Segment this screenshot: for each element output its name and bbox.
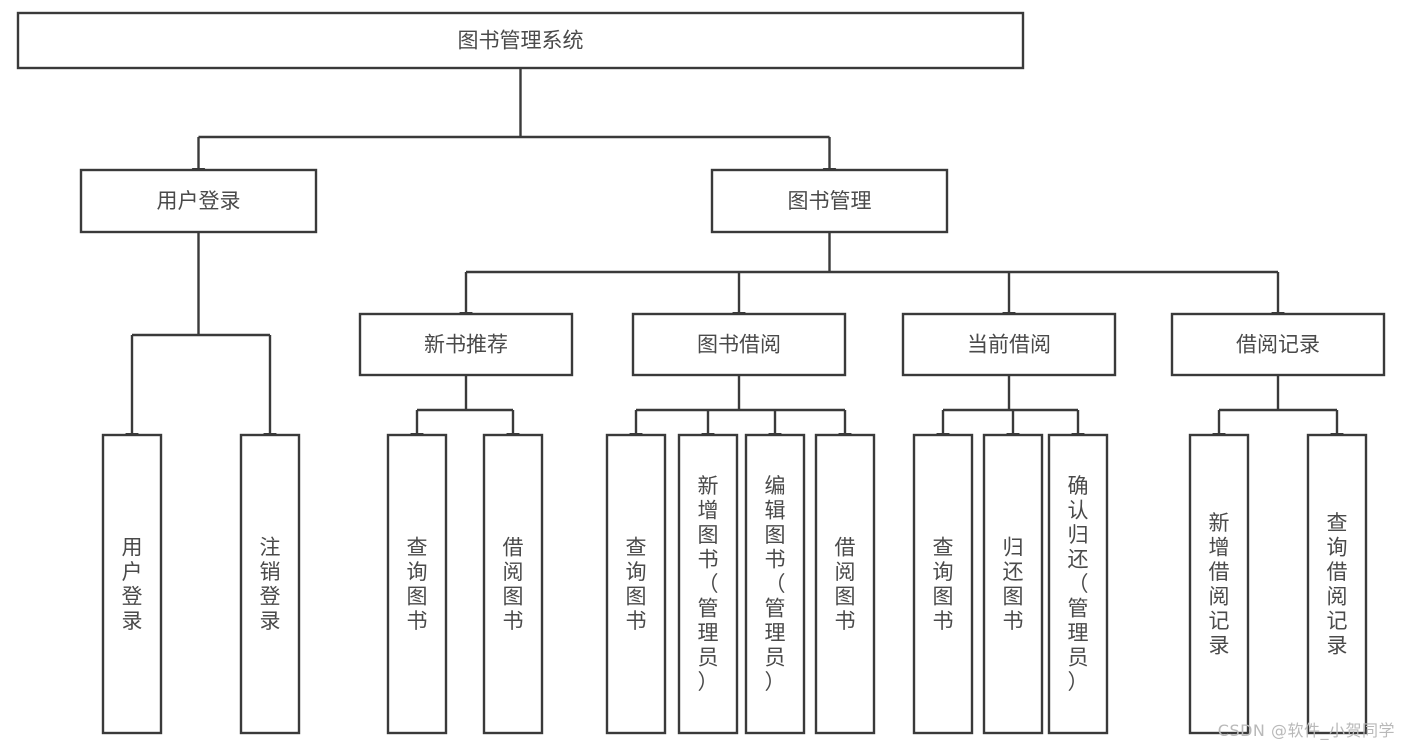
node-label-leaf-borrow-add: 新增图书（管理员） bbox=[698, 474, 719, 694]
node-leaf-cur-return[interactable]: 归还图书 bbox=[982, 433, 1044, 735]
node-box-leaf-borrow-lend[interactable] bbox=[814, 433, 876, 735]
node-box-root[interactable] bbox=[16, 11, 1025, 70]
node-box-new-book-rec[interactable] bbox=[358, 312, 574, 377]
node-box-leaf-borrow-edit[interactable] bbox=[744, 433, 806, 735]
node-box-borrow-record[interactable] bbox=[1170, 312, 1386, 377]
node-leaf-borrow-lend[interactable]: 借阅图书 bbox=[814, 433, 876, 735]
node-label-book-borrow: 图书借阅 bbox=[697, 333, 781, 357]
node-user-login[interactable]: 用户登录 bbox=[79, 168, 318, 234]
node-current-borrow[interactable]: 当前借阅 bbox=[901, 312, 1117, 377]
node-box-leaf-borrow-add[interactable] bbox=[677, 433, 739, 735]
node-leaf-rec-query-record[interactable]: 查询借阅记录 bbox=[1306, 433, 1368, 735]
node-label-borrow-record: 借阅记录 bbox=[1236, 333, 1320, 357]
node-label-current-borrow: 当前借阅 bbox=[967, 333, 1051, 357]
node-label-leaf-user-logout: 注销登录 bbox=[260, 535, 281, 633]
node-leaf-user-login[interactable]: 用户登录 bbox=[101, 433, 163, 735]
node-boxes: 图书管理系统用户登录图书管理新书推荐图书借阅当前借阅借阅记录用户登录注销登录查询… bbox=[16, 11, 1386, 735]
node-leaf-borrow-add[interactable]: 新增图书（管理员） bbox=[677, 433, 739, 735]
node-box-leaf-rec-borrow[interactable] bbox=[482, 433, 544, 735]
node-box-leaf-user-login[interactable] bbox=[101, 433, 163, 735]
node-label-new-book-rec: 新书推荐 bbox=[424, 333, 508, 357]
node-label-leaf-rec-query-record: 查询借阅记录 bbox=[1327, 511, 1348, 658]
node-box-book-borrow[interactable] bbox=[631, 312, 847, 377]
node-label-user-login: 用户登录 bbox=[157, 189, 241, 213]
node-label-leaf-rec-borrow: 借阅图书 bbox=[503, 535, 524, 633]
node-box-current-borrow[interactable] bbox=[901, 312, 1117, 377]
node-leaf-rec-borrow[interactable]: 借阅图书 bbox=[482, 433, 544, 735]
node-label-leaf-borrow-query: 查询图书 bbox=[626, 535, 647, 633]
node-box-leaf-rec-query[interactable] bbox=[386, 433, 448, 735]
node-root[interactable]: 图书管理系统 bbox=[16, 11, 1025, 70]
node-leaf-rec-query[interactable]: 查询图书 bbox=[386, 433, 448, 735]
node-book-borrow[interactable]: 图书借阅 bbox=[631, 312, 847, 377]
node-label-leaf-borrow-edit: 编辑图书（管理员） bbox=[765, 474, 786, 694]
node-box-leaf-rec-query-record[interactable] bbox=[1306, 433, 1368, 735]
node-box-leaf-borrow-query[interactable] bbox=[605, 433, 667, 735]
node-box-leaf-cur-return[interactable] bbox=[982, 433, 1044, 735]
node-label-leaf-rec-query: 查询图书 bbox=[407, 535, 428, 633]
node-leaf-borrow-query[interactable]: 查询图书 bbox=[605, 433, 667, 735]
node-box-leaf-rec-add[interactable] bbox=[1188, 433, 1250, 735]
node-label-leaf-borrow-lend: 借阅图书 bbox=[835, 535, 856, 633]
node-leaf-rec-add[interactable]: 新增借阅记录 bbox=[1188, 433, 1250, 735]
node-new-book-rec[interactable]: 新书推荐 bbox=[358, 312, 574, 377]
node-label-leaf-cur-return: 归还图书 bbox=[1003, 535, 1024, 633]
node-leaf-user-logout[interactable]: 注销登录 bbox=[239, 433, 301, 735]
node-leaf-cur-query[interactable]: 查询图书 bbox=[912, 433, 974, 735]
node-label-book-manage: 图书管理 bbox=[788, 189, 872, 213]
connector-lines bbox=[125, 68, 1344, 445]
node-box-leaf-cur-query[interactable] bbox=[912, 433, 974, 735]
node-box-leaf-user-logout[interactable] bbox=[239, 433, 301, 735]
node-box-user-login[interactable] bbox=[79, 168, 318, 234]
csdn-watermark: CSDN @软件_小贺同学 bbox=[1217, 721, 1395, 740]
node-box-leaf-cur-confirm[interactable] bbox=[1047, 433, 1109, 735]
node-borrow-record[interactable]: 借阅记录 bbox=[1170, 312, 1386, 377]
node-book-manage[interactable]: 图书管理 bbox=[710, 168, 949, 234]
node-leaf-borrow-edit[interactable]: 编辑图书（管理员） bbox=[744, 433, 806, 735]
node-label-leaf-user-login: 用户登录 bbox=[122, 535, 143, 633]
node-leaf-cur-confirm[interactable]: 确认归还（管理员） bbox=[1047, 433, 1109, 735]
node-label-leaf-cur-query: 查询图书 bbox=[933, 535, 954, 633]
node-label-root: 图书管理系统 bbox=[458, 29, 584, 53]
node-box-book-manage[interactable] bbox=[710, 168, 949, 234]
node-label-leaf-rec-add: 新增借阅记录 bbox=[1209, 511, 1230, 658]
node-label-leaf-cur-confirm: 确认归还（管理员） bbox=[1068, 474, 1089, 694]
